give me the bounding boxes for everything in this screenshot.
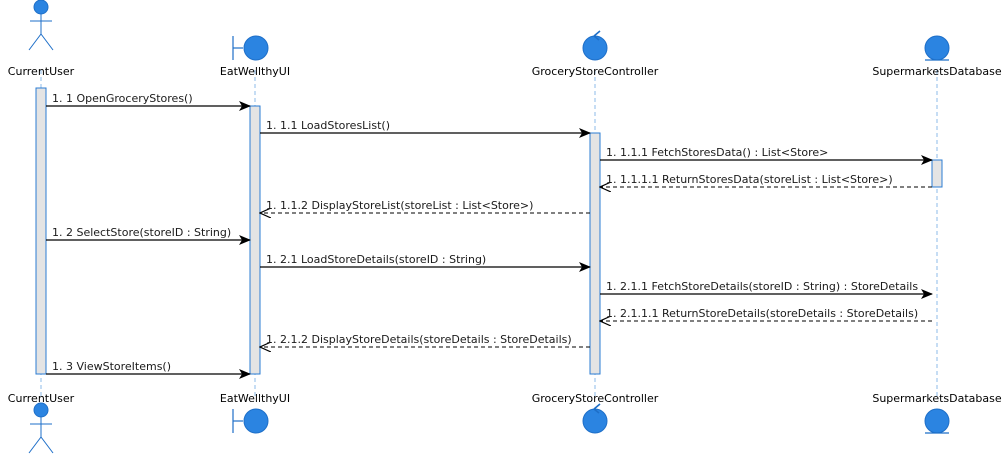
message-4: 1. 1.1.1.1 ReturnStoresData(storeList : … <box>600 173 932 187</box>
activation-bar-user <box>35 87 47 375</box>
message-label: 1. 1.1.1 FetchStoresData() : List<Store> <box>606 146 828 159</box>
participant-label-top: CurrentUser <box>8 65 75 78</box>
entity-icon <box>924 408 950 434</box>
message-label: 1. 1.1.1.1 ReturnStoresData(storeList : … <box>606 173 893 186</box>
message-label: 1. 1.1 LoadStoresList() <box>266 119 390 132</box>
participant-label-bottom: SupermarketsDatabase <box>872 392 1002 405</box>
boundary-icon <box>232 408 269 434</box>
message-label: 1. 1.1.2 DisplayStoreList(storeList : Li… <box>266 199 533 212</box>
control-icon <box>582 30 608 61</box>
participant-label-top: EatWellthyUI <box>220 65 290 78</box>
message-label: 1. 2.1.1 FetchStoreDetails(storeID : Str… <box>606 280 918 293</box>
participant-label-bottom: GroceryStoreController <box>532 392 659 405</box>
message-11: 1. 3 ViewStoreItems() <box>46 360 251 379</box>
message-2: 1. 1.1 LoadStoresList() <box>260 119 591 138</box>
message-label: 1. 2.1.2 DisplayStoreDetails(storeDetail… <box>266 333 572 346</box>
activation-bar-ui <box>249 105 261 375</box>
participant-label-top: GroceryStoreController <box>532 65 659 78</box>
message-1: 1. 1 OpenGroceryStores() <box>46 92 251 111</box>
message-label: 1. 1 OpenGroceryStores() <box>52 92 193 105</box>
message-label: 1. 2 SelectStore(storeID : String) <box>52 226 231 239</box>
message-5: 1. 1.1.2 DisplayStoreList(storeList : Li… <box>260 199 590 213</box>
actor-icon <box>28 402 54 454</box>
control-icon <box>582 403 608 434</box>
boundary-icon <box>232 35 269 61</box>
message-10: 1. 2.1.2 DisplayStoreDetails(storeDetail… <box>260 333 590 347</box>
message-label: 1. 3 ViewStoreItems() <box>52 360 171 373</box>
activation-bar-ctrl <box>589 132 601 375</box>
participant-label-top: SupermarketsDatabase <box>872 65 1002 78</box>
message-label: 1. 2.1.1.1 ReturnStoreDetails(storeDetai… <box>606 307 918 320</box>
message-8: 1. 2.1.1 FetchStoreDetails(storeID : Str… <box>600 280 933 299</box>
entity-icon <box>924 35 950 61</box>
message-7: 1. 2.1 LoadStoreDetails(storeID : String… <box>260 253 591 272</box>
message-9: 1. 2.1.1.1 ReturnStoreDetails(storeDetai… <box>600 307 932 321</box>
participant-label-bottom: CurrentUser <box>8 392 75 405</box>
message-6: 1. 2 SelectStore(storeID : String) <box>46 226 251 245</box>
message-label: 1. 2.1 LoadStoreDetails(storeID : String… <box>266 253 486 266</box>
actor-icon <box>28 0 54 51</box>
participant-label-bottom: EatWellthyUI <box>220 392 290 405</box>
activation-bar-db <box>931 159 943 188</box>
message-3: 1. 1.1.1 FetchStoresData() : List<Store> <box>600 146 933 165</box>
